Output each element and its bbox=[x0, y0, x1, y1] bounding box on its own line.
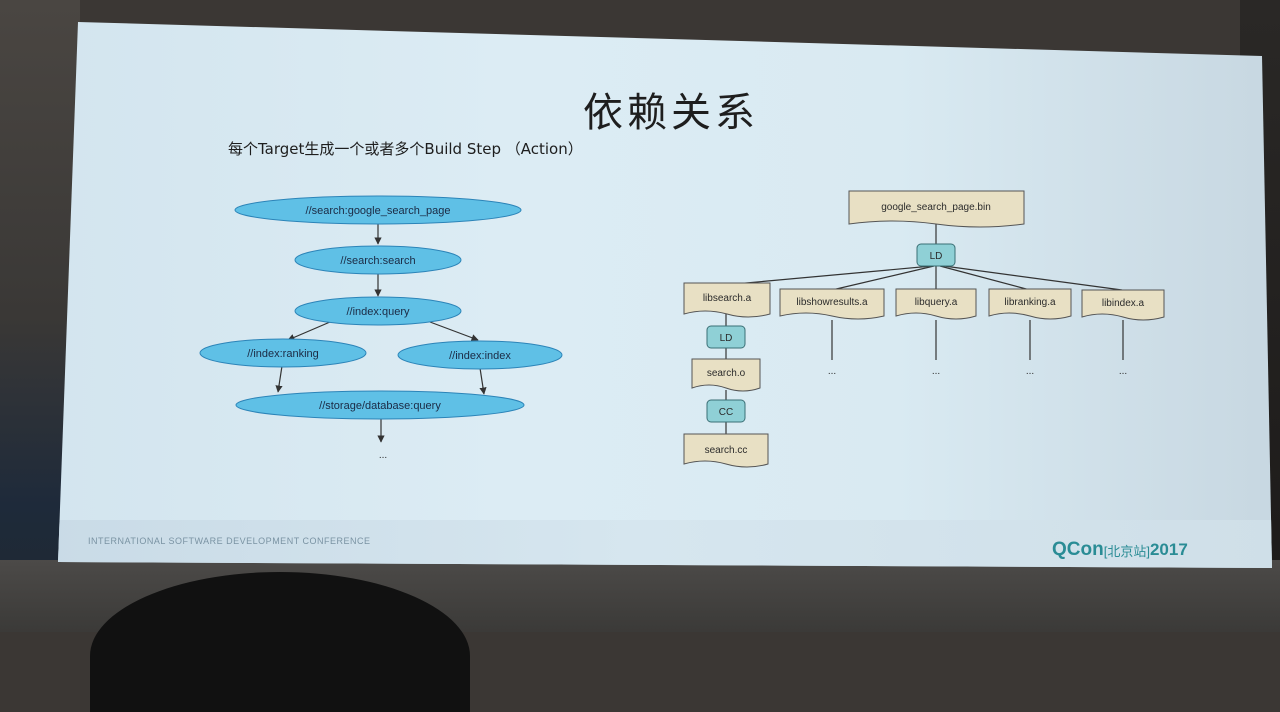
slide-title: 依赖关系 bbox=[583, 90, 759, 136]
edge-ld-libsearch bbox=[734, 265, 933, 285]
target-label-search: //search:search bbox=[340, 255, 415, 267]
action-step-cc-label: CC bbox=[719, 407, 733, 418]
action-step-ld-root-label: LD bbox=[930, 251, 943, 262]
action-ellipsis-libindex: ... bbox=[1119, 366, 1127, 377]
projected-slide: INTERNATIONAL SOFTWARE DEVELOPMENT CONFE… bbox=[58, 22, 1272, 568]
logo-station: [北京站] bbox=[1103, 543, 1150, 559]
action-label-root-bin: google_search_page.bin bbox=[881, 202, 991, 213]
action-step-cc bbox=[706, 399, 746, 423]
target-node-index-index bbox=[397, 340, 563, 370]
edge-n4-n6 bbox=[275, 365, 283, 393]
action-label-libshowresults: libshowresults.a bbox=[796, 297, 868, 308]
action-node-search-o bbox=[691, 358, 761, 392]
action-node-libquery bbox=[895, 288, 977, 320]
target-label-storage-database-query: //storage/database:query bbox=[319, 400, 441, 412]
edge-n3-n5 bbox=[429, 321, 479, 342]
action-label-libsearch: libsearch.a bbox=[703, 293, 752, 304]
target-label-index-index: //index:index bbox=[449, 350, 511, 362]
action-ellipsis-libquery: ... bbox=[932, 366, 940, 377]
action-step-ld-libsearch-label: LD bbox=[720, 333, 733, 344]
target-node-index-ranking bbox=[199, 338, 367, 368]
target-label-index-query: //index:query bbox=[347, 306, 410, 318]
action-step-ld-root bbox=[916, 243, 956, 267]
edge-ld-libindex bbox=[943, 265, 1123, 291]
action-step-ld-libsearch bbox=[706, 325, 746, 349]
slide-footer-band bbox=[58, 520, 1272, 568]
action-graph: google_search_page.bin LD libsearch.a li… bbox=[683, 190, 1165, 468]
action-label-search-cc: search.cc bbox=[705, 445, 748, 456]
edge-n5-n6 bbox=[479, 367, 487, 395]
edge-n3-n4 bbox=[287, 321, 331, 341]
action-label-libquery: libquery.a bbox=[915, 297, 958, 308]
conference-footer-text: INTERNATIONAL SOFTWARE DEVELOPMENT CONFE… bbox=[88, 536, 371, 546]
target-label-index-ranking: //index:ranking bbox=[247, 348, 319, 360]
action-label-libranking: libranking.a bbox=[1004, 297, 1056, 308]
target-label-google-search-page: //search:google_search_page bbox=[306, 205, 451, 217]
action-node-libranking bbox=[988, 288, 1072, 320]
action-ellipsis-libshowresults: ... bbox=[828, 366, 836, 377]
target-node-storage-database-query bbox=[235, 390, 525, 420]
target-node-index-query bbox=[294, 296, 462, 326]
logo-brand: QCon bbox=[1052, 539, 1104, 560]
action-ellipsis-libranking: ... bbox=[1026, 366, 1034, 377]
action-node-libsearch bbox=[683, 282, 771, 318]
action-node-libshowresults bbox=[779, 288, 885, 320]
action-label-search-o: search.o bbox=[707, 368, 746, 379]
qcon-logo: QCon [北京站] 2017 bbox=[1052, 538, 1188, 562]
target-node-google-search-page bbox=[234, 195, 522, 225]
logo-year: 2017 bbox=[1149, 540, 1188, 559]
edge-ld-libshowresults bbox=[831, 265, 935, 291]
dependency-diagrams: //search:google_search_page //search:sea… bbox=[199, 190, 1165, 468]
action-node-libindex bbox=[1081, 289, 1165, 321]
target-node-search bbox=[294, 245, 462, 275]
target-graph-ellipsis: ... bbox=[379, 450, 387, 461]
action-node-search-cc bbox=[683, 433, 769, 468]
target-graph: //search:google_search_page //search:sea… bbox=[199, 195, 563, 461]
slide-subtitle: 每个Target生成一个或者多个Build Step （Action） bbox=[228, 140, 583, 158]
action-node-root-bin bbox=[848, 190, 1025, 228]
edge-ld-libranking bbox=[939, 265, 1031, 291]
action-label-libindex: libindex.a bbox=[1102, 298, 1145, 309]
